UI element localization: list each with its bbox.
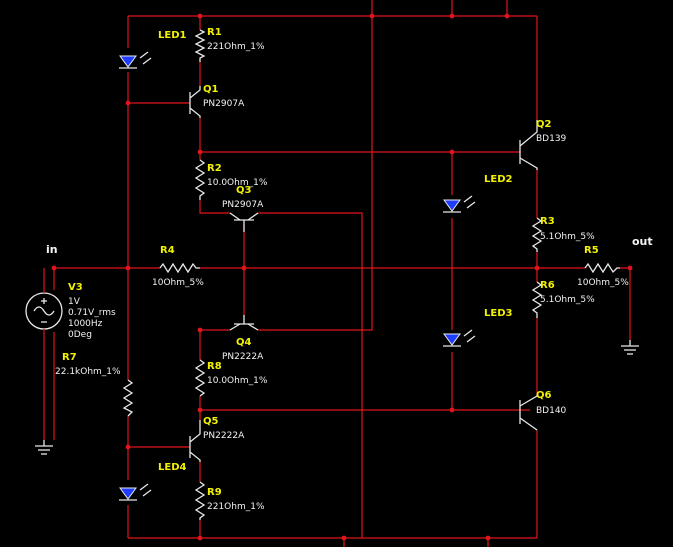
resistor-r1 bbox=[194, 29, 206, 62]
ground-icon bbox=[621, 340, 639, 355]
ac-source-v3 bbox=[25, 268, 63, 440]
ground-symbols bbox=[35, 340, 639, 455]
q2-ref: Q2 bbox=[536, 119, 552, 130]
r6-ref: R6 bbox=[540, 280, 555, 291]
transistor-q5 bbox=[189, 420, 201, 462]
resistor-r4 bbox=[159, 262, 200, 274]
ground-icon bbox=[35, 440, 53, 455]
transistor-q4 bbox=[229, 315, 259, 331]
r8-value: 10.0Ohm_1% bbox=[207, 376, 268, 386]
led-led1 bbox=[119, 51, 152, 69]
q3-value: PN2907A bbox=[222, 200, 264, 210]
wires bbox=[53, 0, 631, 547]
q4-value: PN2222A bbox=[222, 352, 264, 362]
q3-ref: Q3 bbox=[236, 185, 252, 196]
r9-value: 221Ohm_1% bbox=[207, 502, 265, 512]
led-led4 bbox=[119, 483, 152, 501]
net-label-in: in bbox=[46, 243, 58, 256]
transistors bbox=[189, 86, 538, 462]
r3-value: 5.1Ohm_5% bbox=[540, 232, 595, 242]
q6-value: BD140 bbox=[536, 406, 567, 416]
q6-ref: Q6 bbox=[536, 390, 552, 401]
r5-ref: R5 bbox=[584, 245, 599, 256]
resistor-r7 bbox=[122, 379, 134, 417]
transistor-q3 bbox=[229, 212, 259, 232]
r5-value: 10Ohm_5% bbox=[577, 278, 629, 288]
transistor-q6 bbox=[519, 395, 538, 431]
q4-ref: Q4 bbox=[236, 337, 252, 348]
r2-ref: R2 bbox=[207, 163, 222, 174]
transistor-q1 bbox=[189, 86, 201, 118]
r7-ref: R7 bbox=[62, 352, 77, 363]
transistor-q2 bbox=[519, 120, 538, 170]
v3-rms: 0.71V_rms bbox=[68, 308, 116, 318]
led2-ref: LED2 bbox=[484, 174, 513, 185]
r1-value: 221Ohm_1% bbox=[207, 42, 265, 52]
led3-ref: LED3 bbox=[484, 308, 513, 319]
r3-ref: R3 bbox=[540, 216, 555, 227]
r6-value: 5.1Ohm_5% bbox=[540, 295, 595, 305]
resistor-r5 bbox=[584, 262, 620, 274]
resistor-r2 bbox=[194, 159, 206, 200]
resistor-r9 bbox=[194, 481, 206, 520]
net-label-out: out bbox=[632, 235, 653, 248]
q5-ref: Q5 bbox=[203, 416, 219, 427]
led-led2 bbox=[443, 195, 476, 213]
q5-value: PN2222A bbox=[203, 431, 245, 441]
r4-value: 10Ohm_5% bbox=[152, 278, 204, 288]
q2-value: BD139 bbox=[536, 134, 567, 144]
r7-value: 22.1kOhm_1% bbox=[55, 367, 121, 377]
r8-ref: R8 bbox=[207, 361, 222, 372]
resistor-r6 bbox=[531, 281, 543, 318]
q1-value: PN2907A bbox=[203, 99, 245, 109]
resistor-r8 bbox=[194, 359, 206, 397]
q1-ref: Q1 bbox=[203, 84, 219, 95]
resistors bbox=[122, 29, 620, 520]
r2-value: 10.0Ohm_1% bbox=[207, 178, 268, 188]
r4-ref: R4 bbox=[160, 245, 175, 256]
resistor-r3 bbox=[531, 217, 543, 252]
led-led3 bbox=[443, 329, 476, 347]
v3-amplitude: 1V bbox=[68, 297, 80, 307]
junction-dots bbox=[51, 13, 633, 541]
v3-ref: V3 bbox=[68, 282, 83, 293]
v3-frequency: 1000Hz bbox=[68, 319, 103, 329]
led4-ref: LED4 bbox=[158, 462, 187, 473]
led1-ref: LED1 bbox=[158, 30, 187, 41]
leds bbox=[119, 51, 476, 501]
r9-ref: R9 bbox=[207, 487, 222, 498]
r1-ref: R1 bbox=[207, 27, 222, 38]
v3-phase: 0Deg bbox=[68, 330, 92, 340]
